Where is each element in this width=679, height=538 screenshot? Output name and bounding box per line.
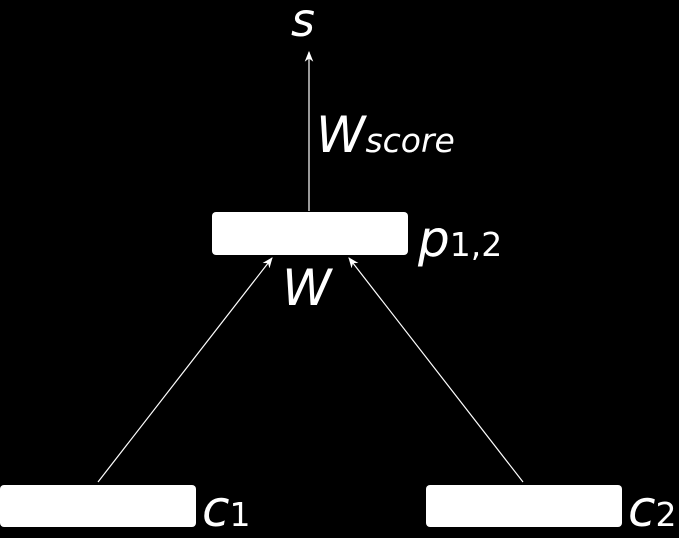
child1-vector-node — [0, 485, 196, 527]
child2-vector-node — [426, 485, 622, 527]
child1-node-label: c1 — [202, 480, 251, 538]
edge-child2-to-parent — [348, 257, 524, 483]
child2-node-label: c2 — [628, 480, 677, 538]
composition-weight-label: W — [282, 259, 333, 317]
score-weight-label: Wscore — [316, 106, 455, 164]
edge-child1-to-parent — [97, 257, 273, 483]
output-score-label: s — [291, 0, 315, 47]
parent-node-label: p1,2 — [417, 210, 502, 268]
parent-vector-node — [212, 212, 408, 255]
